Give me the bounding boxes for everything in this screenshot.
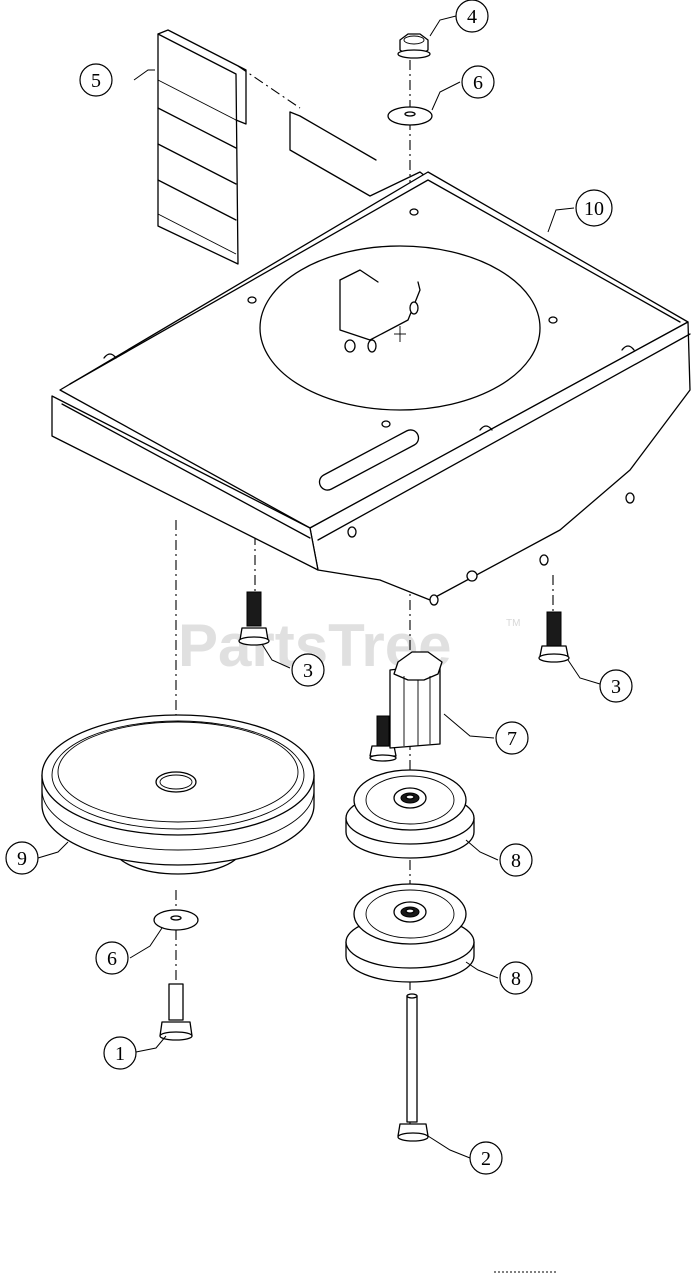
flange-nut xyxy=(397,33,431,59)
svg-text:10: 10 xyxy=(584,198,604,220)
long-bolt xyxy=(397,993,429,1142)
svg-text:5: 5 xyxy=(91,70,101,92)
callout-3-right: 3 xyxy=(599,669,633,703)
callout-8-lower: 8 xyxy=(499,961,533,995)
deflector-shield xyxy=(157,29,247,265)
shoulder-bolt xyxy=(159,983,193,1041)
callout-5: 5 xyxy=(79,63,113,97)
svg-text:6: 6 xyxy=(473,72,483,94)
large-pulley xyxy=(41,714,315,875)
svg-text:6: 6 xyxy=(107,948,117,970)
shield-axis-line xyxy=(237,65,301,109)
spacer-hub xyxy=(389,651,443,749)
svg-text:7: 7 xyxy=(507,728,517,750)
callout-8-upper: 8 xyxy=(499,843,533,877)
svg-text:4: 4 xyxy=(467,6,477,28)
svg-text:3: 3 xyxy=(611,676,621,698)
callout-7: 7 xyxy=(495,721,529,755)
callout-9: 9 xyxy=(5,841,39,875)
svg-text:2: 2 xyxy=(481,1148,491,1170)
callout-3-left: 3 xyxy=(291,653,325,687)
callout-6-lower: 6 xyxy=(95,941,129,975)
callout-10: 10 xyxy=(575,189,613,227)
callout-4: 4 xyxy=(455,0,489,33)
svg-text:1: 1 xyxy=(115,1043,125,1065)
flat-washer-lower xyxy=(153,909,199,931)
svg-text:8: 8 xyxy=(511,850,521,872)
hex-bolt-right xyxy=(538,611,570,663)
svg-text:9: 9 xyxy=(17,848,27,870)
callout-6-upper: 6 xyxy=(461,65,495,99)
watermark-trademark: TM xyxy=(506,618,520,629)
callout-2: 2 xyxy=(469,1141,503,1175)
idler-pulley-upper xyxy=(345,769,475,859)
hex-bolt-left xyxy=(238,591,270,646)
svg-text:8: 8 xyxy=(511,968,521,990)
hex-bolt-center xyxy=(369,715,397,762)
mounting-bracket xyxy=(51,111,691,606)
svg-text:3: 3 xyxy=(303,660,313,682)
idler-pulley-lower xyxy=(345,883,475,983)
callout-leaders xyxy=(37,15,601,1159)
flat-washer-upper xyxy=(387,106,433,126)
callout-1: 1 xyxy=(103,1036,137,1070)
